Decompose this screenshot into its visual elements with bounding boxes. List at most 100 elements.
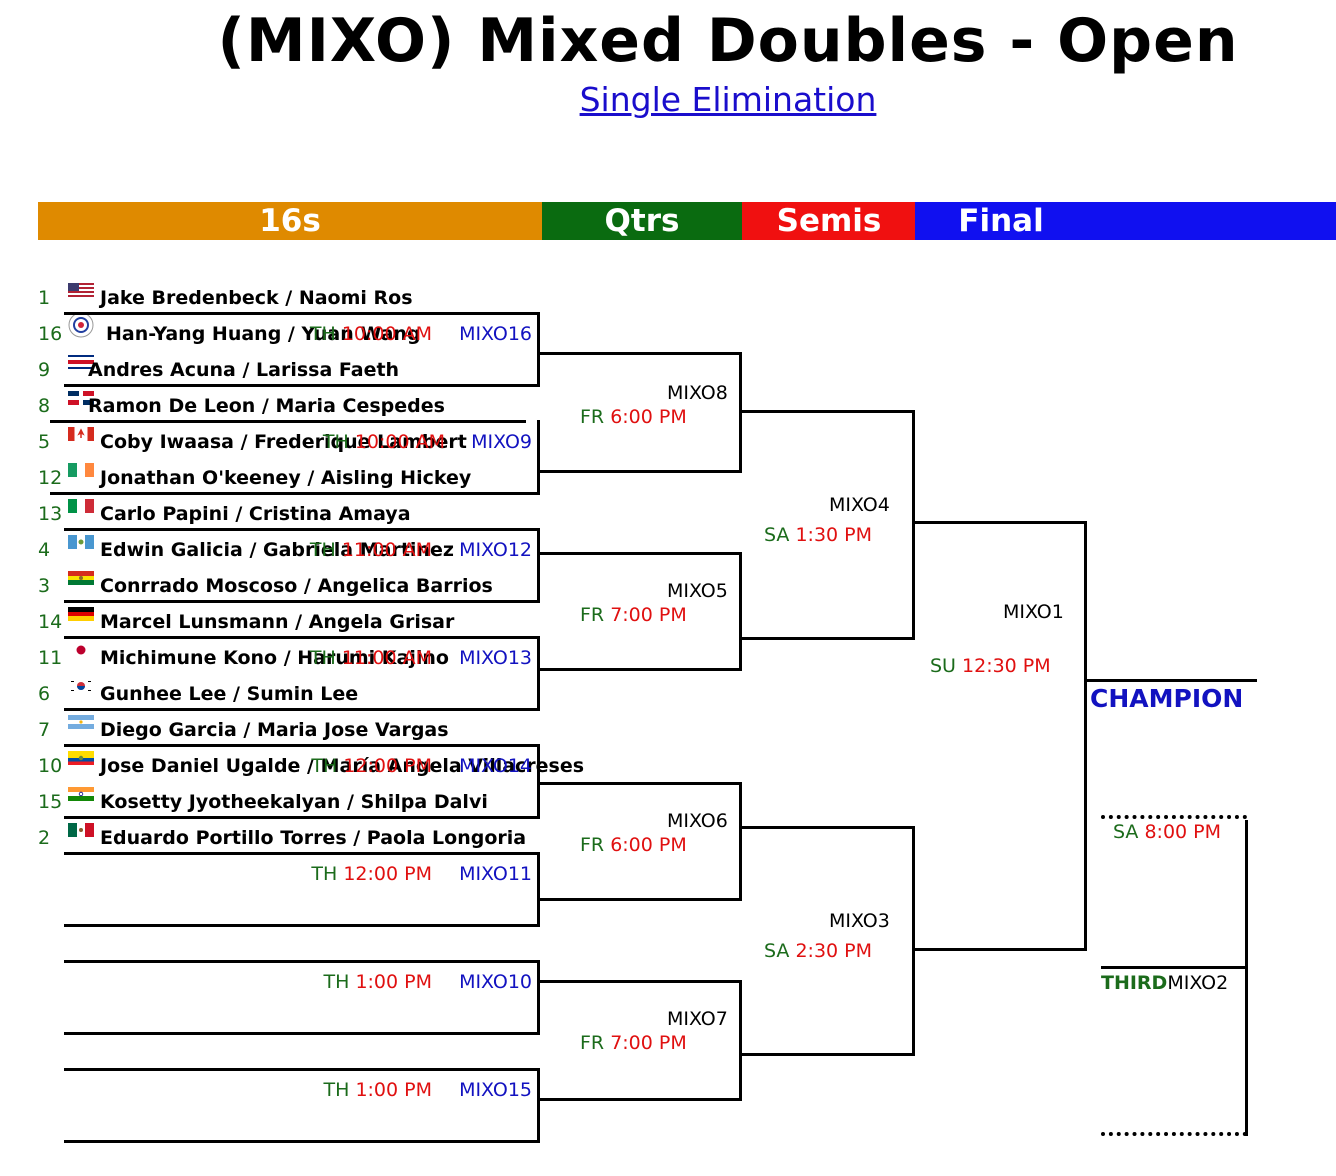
qtr-match-code[interactable]: MIXO8	[667, 382, 728, 404]
team-name: Jake Bredenbeck / Naomi Ros	[100, 287, 413, 309]
match-day: TH	[322, 431, 349, 453]
guatemala-flag-icon	[68, 535, 94, 549]
match-time: TH 10:00 AM	[310, 323, 432, 345]
match-line-top	[64, 1068, 540, 1071]
match-clock: 1:00 PM	[355, 1079, 432, 1101]
match-time: TH 10:00 AM	[323, 431, 445, 453]
seed-number: 14	[38, 611, 63, 633]
match-day: TH	[309, 323, 336, 345]
qtr-line-top	[540, 552, 742, 555]
match-line-bottom	[64, 1140, 540, 1143]
match-line-top	[64, 636, 540, 639]
semi-match-time: SA 2:30 PM	[764, 940, 872, 962]
match-time: TH 1:00 PM	[323, 1079, 432, 1101]
match-line-side	[537, 960, 540, 1035]
semi-line-side	[912, 826, 915, 1056]
semi-line-bottom	[740, 637, 915, 640]
italy-flag-icon	[68, 499, 94, 513]
match-clock: 11:00 AM	[341, 539, 432, 561]
qtr-match-time: FR 7:00 PM	[580, 604, 687, 626]
round-header-16s: 16s	[38, 202, 542, 240]
seed-number: 1	[38, 287, 51, 309]
match-clock: 12:00 PM	[343, 863, 432, 885]
team-name: Han-Yang Huang / Yuan Wang	[106, 323, 421, 345]
match-code[interactable]: MIXO13	[459, 647, 532, 669]
match-line-top	[64, 960, 540, 963]
match-clock: 1:00 PM	[355, 971, 432, 993]
match-time: TH 12:00 PM	[311, 755, 432, 777]
match-line-side	[537, 528, 540, 603]
match-line-bottom	[64, 924, 540, 927]
match-day: FR	[580, 834, 605, 856]
ecuador-flag-icon	[68, 751, 94, 765]
qtr-match-time: FR 7:00 PM	[580, 1032, 687, 1054]
round-header-label: Semis	[776, 203, 882, 239]
team-name: Kosetty Jyotheekalyan / Shilpa Dalvi	[100, 791, 488, 813]
semi-line-side	[912, 410, 915, 640]
match-clock: 2:30 PM	[795, 940, 873, 962]
team-name: Conrrado Moscoso / Angelica Barrios	[100, 575, 493, 597]
match-time: TH 11:00 AM	[310, 647, 432, 669]
match-line-top	[64, 852, 540, 855]
match-line-top	[64, 528, 540, 531]
semi-match-code[interactable]: MIXO3	[829, 910, 890, 932]
round-header-semis: Semis	[742, 202, 915, 240]
match-line-bottom	[64, 1032, 540, 1035]
third-place-line	[1101, 966, 1247, 969]
qtr-match-code[interactable]: MIXO5	[667, 580, 728, 602]
final-match-code[interactable]: MIXO1	[1003, 601, 1064, 623]
match-line-top	[50, 420, 526, 423]
match-code[interactable]: MIXO10	[459, 971, 532, 993]
third-match-code[interactable]: MIXO2	[1167, 972, 1229, 994]
final-line-side	[1084, 521, 1087, 951]
match-clock: 6:00 PM	[610, 406, 687, 428]
match-line-bottom	[64, 708, 540, 711]
round-header-qtrs: Qtrs	[542, 202, 742, 240]
qtr-match-code[interactable]: MIXO7	[667, 1008, 728, 1030]
seed-number: 9	[38, 359, 51, 381]
qtr-line-side	[739, 552, 742, 671]
match-line-side	[537, 312, 540, 387]
seed-number: 5	[38, 431, 51, 453]
match-day: FR	[580, 1032, 605, 1054]
qtr-line-side	[739, 782, 742, 901]
team-name: Edwin Galicia / Gabriela Martinez	[100, 539, 454, 561]
round-header-label: 16s	[259, 203, 321, 239]
semi-line-top	[740, 826, 915, 829]
match-day: TH	[323, 971, 350, 993]
third-place-label: THIRDMIXO2	[1101, 972, 1228, 994]
match-code[interactable]: MIXO15	[459, 1079, 532, 1101]
team-name: Gunhee Lee / Sumin Lee	[100, 683, 359, 705]
qtr-match-code[interactable]: MIXO6	[667, 810, 728, 832]
bracket-type-link[interactable]: Single Elimination	[579, 80, 877, 119]
match-clock: 12:00 PM	[343, 755, 432, 777]
seed-number: 13	[38, 503, 63, 525]
match-day: TH	[311, 863, 338, 885]
match-clock: 10:00 AM	[354, 431, 445, 453]
seed-number: 11	[38, 647, 63, 669]
match-line-side	[537, 852, 540, 927]
match-code[interactable]: MIXO14	[459, 755, 532, 777]
match-code[interactable]: MIXO12	[459, 539, 532, 561]
qtr-line-bottom	[540, 668, 742, 671]
match-code[interactable]: MIXO11	[459, 863, 532, 885]
japan-flag-icon	[68, 643, 94, 657]
match-line-top	[64, 312, 540, 315]
match-line-side	[537, 420, 540, 495]
qtr-line-side	[739, 980, 742, 1101]
match-line-side	[537, 744, 540, 819]
match-code[interactable]: MIXO16	[459, 323, 532, 345]
match-line-side	[537, 636, 540, 711]
match-clock: 7:00 PM	[610, 1032, 687, 1054]
team-name: Marcel Lunsmann / Angela Grisar	[100, 611, 455, 633]
champion-line	[1087, 679, 1257, 682]
match-line-bottom	[64, 384, 540, 387]
match-line-bottom	[64, 816, 540, 819]
qtr-line-top	[540, 352, 742, 355]
team-name: Coby Iwaasa / Frederique Lambert	[100, 431, 467, 453]
semi-match-code[interactable]: MIXO4	[829, 494, 890, 516]
round-header-label: Final	[958, 203, 1044, 239]
seed-number: 7	[38, 719, 51, 741]
match-code[interactable]: MIXO9	[471, 431, 532, 453]
team-name: Jose Daniel Ugalde / María Angela Villac…	[100, 755, 585, 777]
